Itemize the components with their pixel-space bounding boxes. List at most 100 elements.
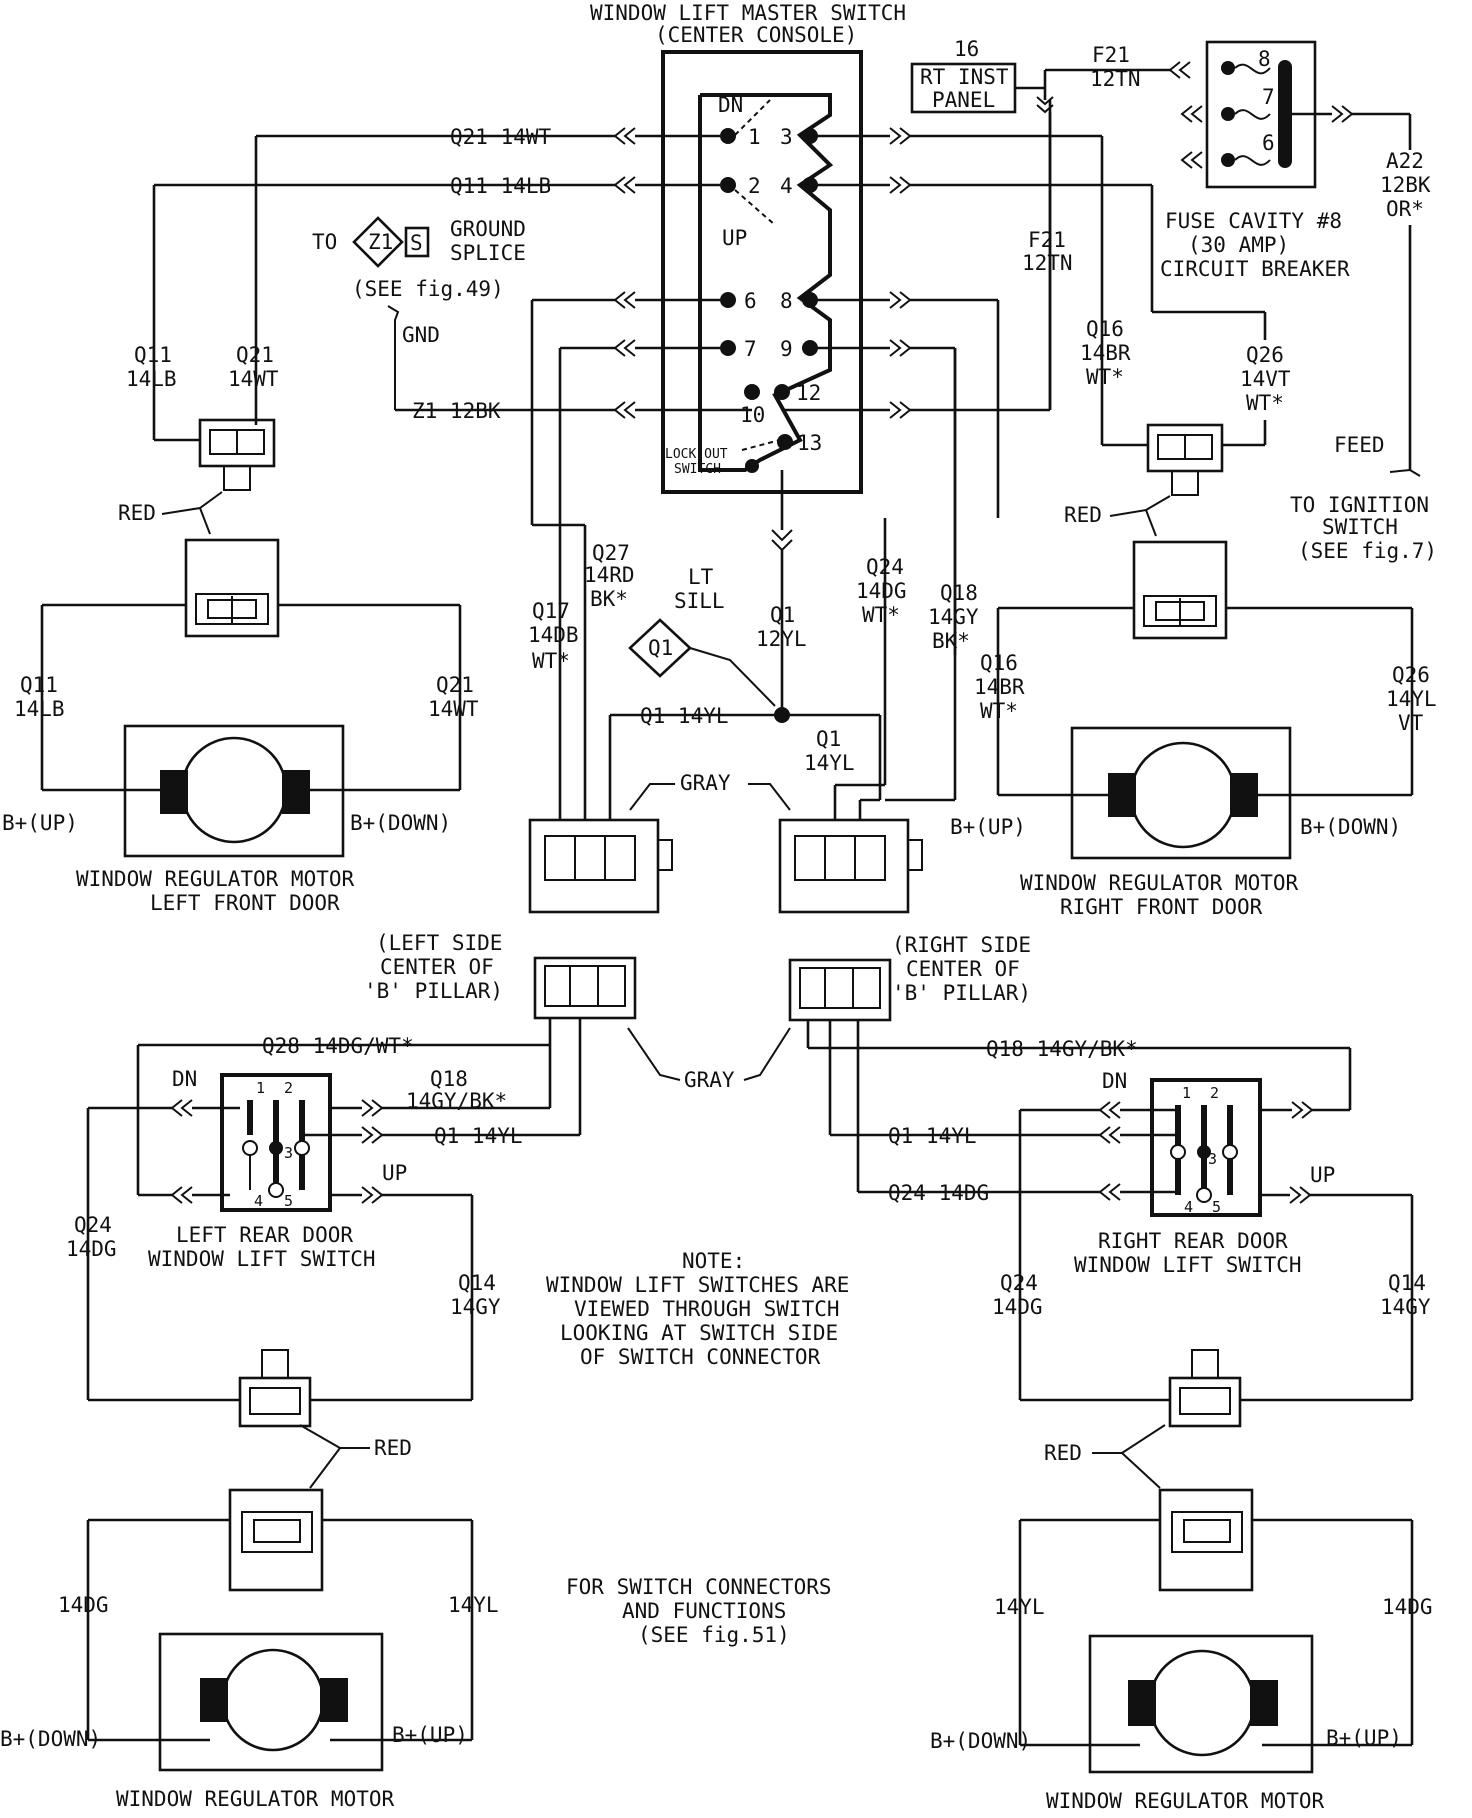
- q16-top-3: WT*: [1086, 365, 1124, 389]
- lr-q24-1: Q24: [74, 1213, 112, 1237]
- q24-3: WT*: [862, 603, 900, 627]
- lr-b-down: B+(DOWN): [0, 1727, 101, 1751]
- fuse-cavity-1: FUSE CAVITY #8: [1165, 209, 1342, 233]
- dn-label: DN: [718, 93, 743, 117]
- see-fig49: (SEE fig.49): [352, 277, 504, 301]
- right-rear-switch: Q18 14GY/BK* DN Q1 14YL Q24 14DG 1 2 3 4…: [806, 1020, 1433, 1813]
- q17-3: WT*: [532, 649, 570, 673]
- feed-label: FEED: [1334, 433, 1385, 457]
- q1-1: Q1: [770, 603, 795, 627]
- lr-pin-5: 5: [284, 1192, 293, 1210]
- lr-motor: WINDOW REGULATOR MOTOR: [116, 1787, 395, 1811]
- rr-motor: WINDOW REGULATOR MOTOR: [1046, 1789, 1325, 1813]
- note-3: VIEWED THROUGH SWITCH: [574, 1297, 840, 1321]
- q1-l: Q1 14YL: [434, 1124, 523, 1148]
- pin-9: 9: [780, 337, 793, 361]
- q18-l2: 14GY/BK*: [406, 1089, 507, 1113]
- rt-inst-panel: 16 RT INST PANEL F21 12TN F21 12TN: [910, 37, 1191, 410]
- q26-top-3: WT*: [1246, 391, 1284, 415]
- q1b-2: 14YL: [804, 751, 855, 775]
- q1-r: Q1 14YL: [888, 1124, 977, 1148]
- q16-bot-2: 14BR: [974, 675, 1025, 699]
- a22-3: OR*: [1386, 197, 1424, 221]
- lf-motor-2: LEFT FRONT DOOR: [150, 891, 340, 915]
- q26-bot-1: Q26: [1392, 663, 1430, 687]
- q18-l1: Q18: [430, 1067, 468, 1091]
- rt-inst-1: RT INST: [920, 65, 1009, 89]
- q16-bot-3: WT*: [980, 699, 1018, 723]
- lr-14dg: 14DG: [58, 1593, 109, 1617]
- lr-sw-1: LEFT REAR DOOR: [176, 1223, 353, 1247]
- master-pins: 1 2 3 4 6 7 8 9 10 12 13: [720, 125, 822, 455]
- rr-sw-1: RIGHT REAR DOOR: [1098, 1229, 1288, 1253]
- q28-label: Q28 14DG/WT*: [262, 1034, 414, 1058]
- lr-switch-pins: 1 2 3 4 5: [254, 1079, 293, 1210]
- pin-10: 10: [740, 403, 765, 427]
- pin-7: 7: [744, 337, 757, 361]
- q18-2: 14GY: [928, 605, 979, 629]
- gray-label-bottom: GRAY: [684, 1068, 735, 1092]
- rr-14dg: 14DG: [1382, 1595, 1433, 1619]
- lf-q11-d: 14LB: [14, 697, 65, 721]
- q16-top-1: Q16: [1086, 317, 1124, 341]
- lf-b-down: B+(DOWN): [350, 811, 451, 835]
- rsp-3: 'B' PILLAR): [892, 981, 1031, 1005]
- gnd-label: GND: [402, 323, 440, 347]
- fuse-block: 8 7 6 FUSE CAVITY #8 (30 AMP) CIRCUIT BR…: [1160, 40, 1437, 563]
- lr-pin-1: 1: [256, 1079, 265, 1097]
- master-right-wires: [782, 100, 1267, 655]
- lf-q11-a: Q11: [134, 343, 172, 367]
- fsc-1: FOR SWITCH CONNECTORS: [566, 1575, 832, 1599]
- rr-14yl: 14YL: [994, 1595, 1045, 1619]
- lr-pin-2: 2: [284, 1079, 293, 1097]
- pin-2: 2: [748, 174, 761, 198]
- lt-sill-1: LT: [688, 565, 714, 589]
- rr-pin-5: 5: [1212, 1198, 1221, 1216]
- q18-1: Q18: [940, 581, 978, 605]
- master-switch-subtitle: (CENTER CONSOLE): [655, 23, 857, 47]
- ground-splice-1: GROUND: [450, 217, 526, 241]
- notes: NOTE: WINDOW LIFT SWITCHES ARE VIEWED TH…: [546, 1249, 849, 1647]
- q26-bot-3: VT: [1398, 711, 1424, 735]
- lt-sill-2: SILL: [674, 589, 725, 613]
- q18-r: Q18 14GY/BK*: [986, 1037, 1138, 1061]
- q11-14lb-label: Q11 14LB: [450, 174, 551, 198]
- lsp-1: (LEFT SIDE: [376, 931, 502, 955]
- rr-up: UP: [1310, 1163, 1335, 1187]
- rr-switch-box: [1150, 1078, 1262, 1217]
- fsc-3: (SEE fig.51): [638, 1623, 790, 1647]
- b-pillar-connectors: (LEFT SIDE CENTER OF 'B' PILLAR) (RIGHT …: [364, 931, 1031, 1092]
- z1-12bk-label: Z1 12BK: [412, 399, 501, 423]
- s-box-label: S: [410, 231, 423, 255]
- rf-motor-2: RIGHT FRONT DOOR: [1060, 895, 1263, 919]
- master-switch: WINDOW LIFT MASTER SWITCH (CENTER CONSOL…: [590, 1, 906, 494]
- rr-pin-3: 3: [1208, 1150, 1217, 1168]
- q16-top-2: 14BR: [1080, 341, 1131, 365]
- q27-3: BK*: [590, 587, 628, 611]
- lf-q21-d: 14WT: [428, 697, 479, 721]
- lr-pin-4: 4: [254, 1192, 263, 1210]
- rf-motor-1: WINDOW REGULATOR MOTOR: [1020, 871, 1299, 895]
- lr-dn: DN: [172, 1067, 197, 1091]
- lr-pin-3: 3: [284, 1144, 293, 1162]
- lr-up: UP: [382, 1161, 407, 1185]
- lr-sw-2: WINDOW LIFT SWITCH: [148, 1247, 376, 1271]
- lf-q21-a: Q21: [236, 343, 274, 367]
- f21-mid-2: 12TN: [1022, 251, 1073, 275]
- center-wiring: Q27 14RD BK* Q17 14DB WT* LT SILL Q1 Q1 …: [528, 300, 979, 914]
- fsc-2: AND FUNCTIONS: [622, 1599, 786, 1623]
- n16-label: 16: [954, 37, 979, 61]
- ign-3: (SEE fig.7): [1298, 539, 1437, 563]
- rr-sw-2: WINDOW LIFT SWITCH: [1074, 1253, 1302, 1277]
- pin-4: 4: [780, 174, 793, 198]
- lr-q14-2: 14GY: [450, 1295, 501, 1319]
- rr-q14-2: 14GY: [1380, 1295, 1431, 1319]
- q1-diamond: Q1: [648, 636, 673, 660]
- rf-b-down: B+(DOWN): [1300, 815, 1401, 839]
- master-switch-title: WINDOW LIFT MASTER SWITCH: [590, 1, 906, 25]
- rr-red-label: RED: [1044, 1441, 1082, 1465]
- lf-q21-c: Q21: [436, 673, 474, 697]
- ign-1: TO IGNITION: [1290, 493, 1429, 517]
- q24-1: Q24: [866, 555, 904, 579]
